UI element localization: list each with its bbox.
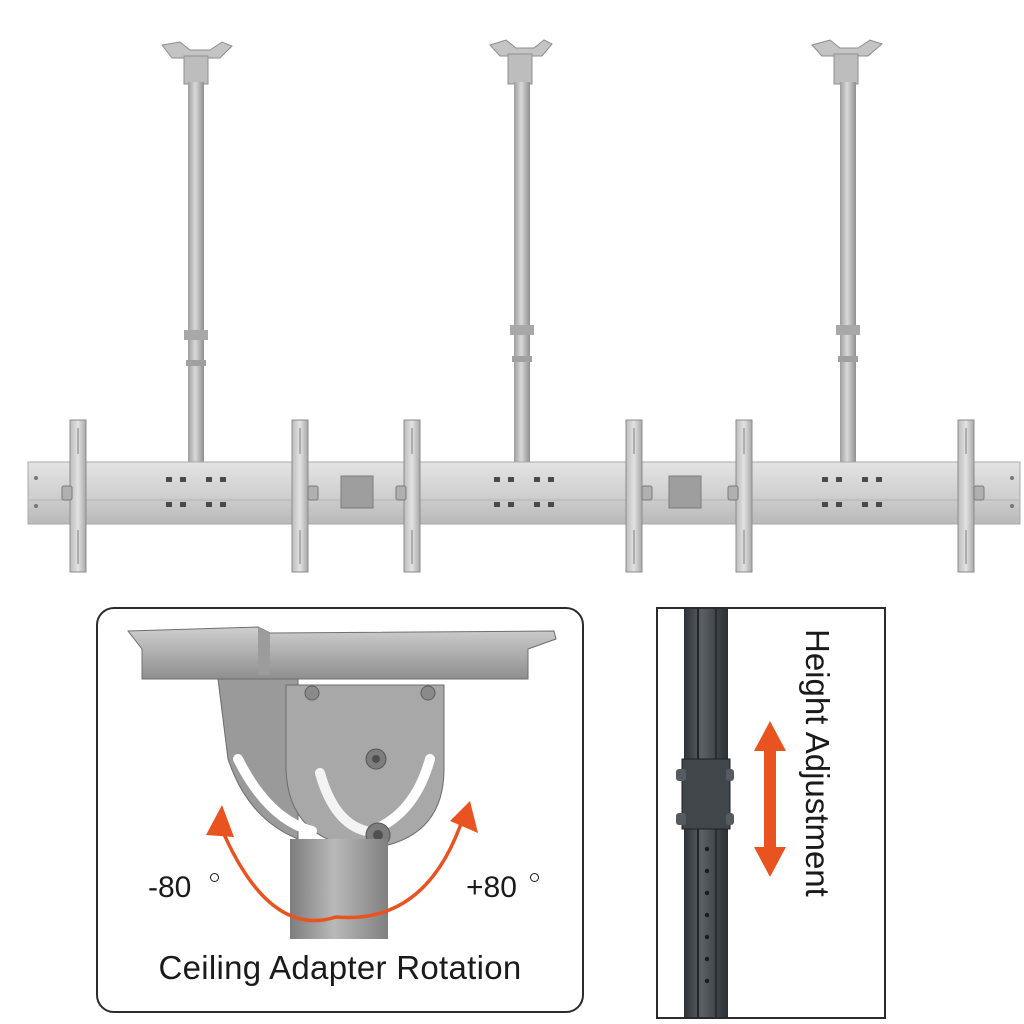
max-angle-label: +80 xyxy=(466,871,539,905)
horizontal-rail xyxy=(27,461,1021,525)
rotation-caption: Ceiling Adapter Rotation xyxy=(158,949,522,986)
display-brackets xyxy=(69,419,975,573)
bracket-slots xyxy=(77,428,967,564)
height-caption: Height Adjustment xyxy=(799,629,836,897)
ceiling-mount-overview xyxy=(27,39,1021,573)
min-angle-label: -80 xyxy=(148,871,219,905)
height-pole-illustration xyxy=(676,609,786,1017)
pole-left xyxy=(161,41,233,462)
degree-symbol xyxy=(530,873,539,882)
degree-symbol xyxy=(210,873,219,882)
height-detail-panel: Height Adjustment xyxy=(656,607,886,1019)
pole-right xyxy=(811,39,883,462)
ceiling-adapter-illustration xyxy=(127,626,557,939)
pole-center xyxy=(489,39,553,462)
rotation-detail-panel: -80 +80 Ceiling Adapter Rotation xyxy=(96,607,584,1013)
bracket-knobs xyxy=(61,485,985,501)
